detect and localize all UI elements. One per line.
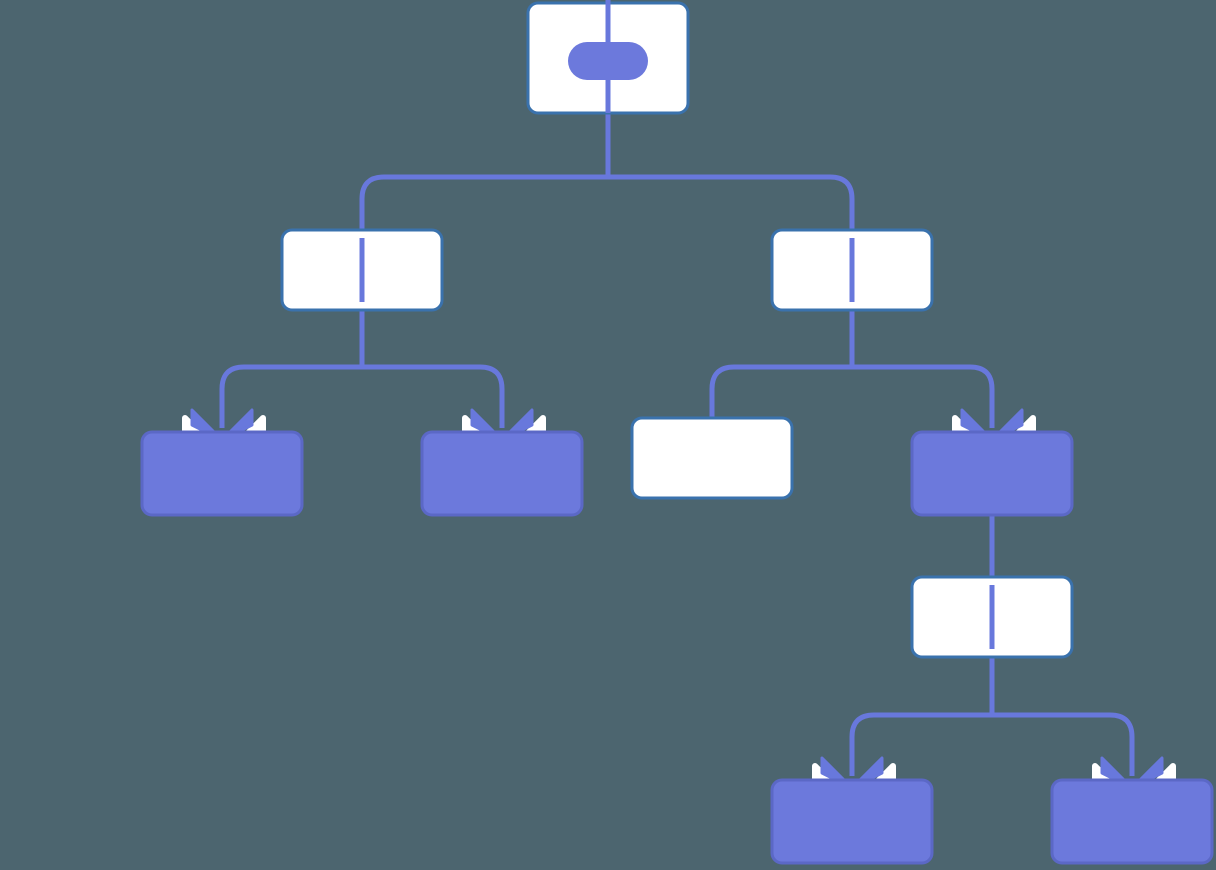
edge-level1-left-to-leaf-2	[362, 364, 505, 428]
level1-right-node[interactable]	[770, 228, 934, 312]
leaf-node-left-2[interactable]	[420, 430, 584, 517]
edge-level3-to-leaf-bottom-2	[992, 712, 1135, 776]
nodes-layer	[140, 0, 1214, 865]
branch-node-right[interactable]	[910, 430, 1074, 517]
leaf-node-left-1[interactable]	[140, 430, 304, 517]
connectors-layer	[219, 113, 1135, 776]
leaf-node-bottom-2[interactable]	[1050, 778, 1214, 865]
level1-left-node[interactable]	[280, 228, 444, 312]
edge-level3-to-leaf-bottom-1	[849, 712, 992, 776]
empty-white-node[interactable]	[630, 416, 794, 500]
leaf-node-left-2-body[interactable]	[420, 430, 584, 517]
edge-level1-left-to-leaf-1	[219, 364, 362, 428]
edge-root-to-level1-left	[359, 174, 608, 230]
leaf-node-bottom-1-body[interactable]	[770, 778, 934, 865]
level3-white-node[interactable]	[910, 575, 1074, 659]
edge-root-to-level1-right	[608, 174, 855, 230]
empty-white-node-body[interactable]	[630, 416, 794, 500]
root-node[interactable]	[526, 0, 690, 115]
edge-level1-right-to-branch-node	[852, 364, 995, 428]
root-node-pill[interactable]	[568, 42, 648, 80]
leaf-node-bottom-2-body[interactable]	[1050, 778, 1214, 865]
edge-level1-right-to-white-node	[709, 364, 852, 418]
branch-node-right-body[interactable]	[910, 430, 1074, 517]
leaf-node-left-1-body[interactable]	[140, 430, 304, 517]
leaf-node-bottom-1[interactable]	[770, 778, 934, 865]
